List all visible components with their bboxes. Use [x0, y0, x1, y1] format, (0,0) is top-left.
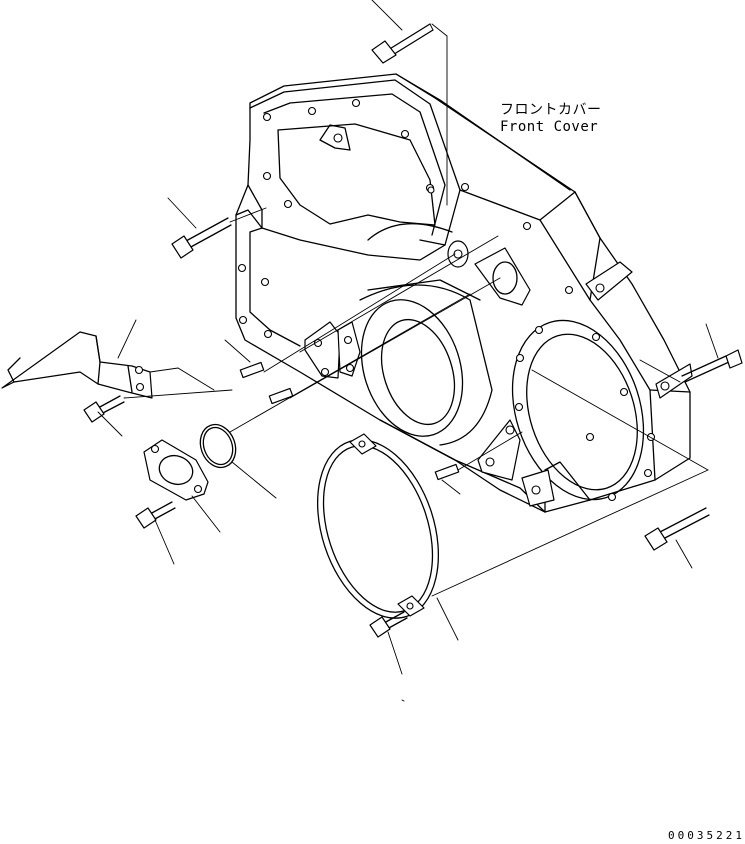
bolt-left — [171, 217, 232, 259]
gasket — [316, 433, 440, 619]
o-ring — [199, 423, 237, 469]
dowel-pins — [239, 361, 460, 481]
front-cover — [235, 73, 693, 513]
flange-cover — [143, 439, 209, 501]
bolt-top — [371, 23, 434, 64]
bolts — [83, 23, 743, 638]
bolt-right-long — [644, 507, 710, 551]
bolt-flange — [135, 501, 176, 529]
front-cover-label-en: Front Cover — [500, 119, 599, 135]
bracket — [1, 331, 153, 399]
front-cover-label-jp: フロントカバー — [500, 102, 602, 118]
drawing-id: 00035221 — [668, 829, 745, 842]
cover-bolt-holes — [237, 98, 656, 503]
leader-lines — [97, 0, 719, 702]
assembly-lines — [123, 23, 709, 597]
bolt-bracket — [83, 395, 125, 423]
link-plates — [304, 321, 361, 379]
bolt-right-side — [681, 349, 743, 383]
bolt-gasket — [369, 611, 408, 638]
